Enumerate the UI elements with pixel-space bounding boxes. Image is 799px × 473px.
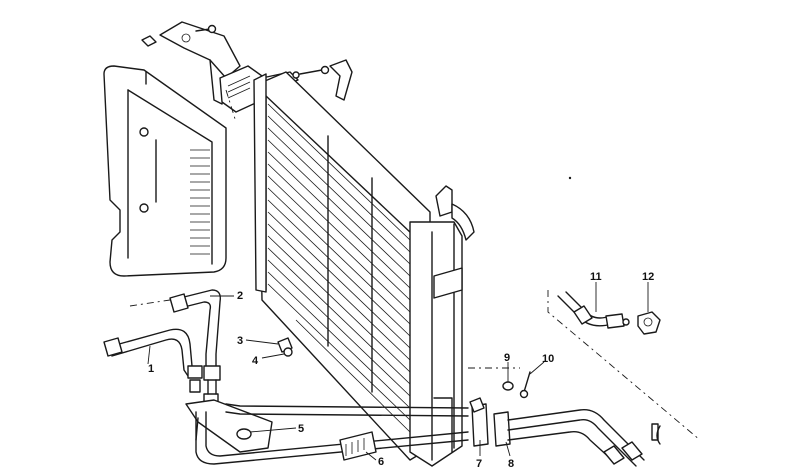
pipe-clamps-7-8 (469, 397, 511, 447)
callout-leaders (147, 282, 649, 461)
right-top-bracket (292, 59, 353, 101)
fitting-hose-11 (557, 291, 630, 329)
callout-5: 5 (298, 423, 304, 435)
screw-10 (519, 371, 531, 399)
radiator-fins (267, 103, 411, 433)
right-oil-pipes (507, 409, 659, 467)
callout-2: 2 (237, 290, 243, 302)
callout-labels: 1 2 3 4 5 6 7 8 9 10 11 12 (148, 271, 654, 470)
radiator-core (253, 71, 475, 467)
callout-12: 12 (642, 271, 654, 283)
assembly-lines (129, 89, 701, 441)
washer-9 (502, 381, 514, 391)
shroud-fins (190, 149, 210, 255)
callout-9: 9 (504, 352, 510, 364)
cap-nut-12 (637, 311, 661, 335)
lower-oil-pipes (195, 403, 469, 465)
bracket-plate-5 (185, 399, 273, 453)
callout-3: 3 (237, 335, 243, 347)
callout-6: 6 (378, 456, 384, 468)
stray-dot (568, 176, 572, 180)
top-mounting-bracket (141, 21, 241, 105)
edge-mark (656, 425, 661, 445)
callout-1: 1 (148, 363, 154, 375)
callout-7: 7 (476, 458, 482, 470)
callout-8: 8 (508, 458, 514, 470)
callout-10: 10 (542, 353, 554, 365)
fan-shroud (103, 65, 227, 277)
bolt-and-nut-3-4 (277, 337, 293, 357)
callout-4: 4 (252, 355, 259, 367)
callout-11: 11 (590, 271, 602, 283)
oil-cooler-hose-1 (103, 328, 203, 393)
